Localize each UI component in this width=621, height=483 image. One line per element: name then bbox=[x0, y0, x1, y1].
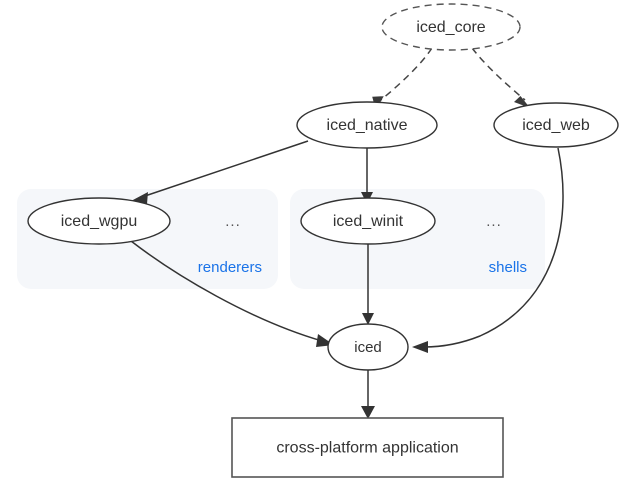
edge-core-to-native bbox=[372, 47, 433, 110]
node-app-label: cross-platform application bbox=[276, 440, 458, 457]
node-iced-core[interactable]: iced_core bbox=[381, 3, 521, 51]
cluster-renderers-label: renderers bbox=[198, 259, 262, 276]
node-app-shape bbox=[231, 417, 504, 478]
node-iced-web-shape bbox=[493, 102, 619, 148]
node-iced-label: iced bbox=[354, 339, 382, 356]
node-iced-native-shape bbox=[296, 101, 438, 149]
node-iced-web[interactable]: iced_web bbox=[493, 102, 619, 148]
cluster-shells-ellipsis: ... bbox=[486, 213, 502, 230]
cluster-shells-label: shells bbox=[489, 259, 527, 276]
node-iced-core-shape bbox=[381, 3, 521, 51]
node-iced[interactable]: iced bbox=[327, 323, 409, 371]
node-iced-native-label: iced_native bbox=[327, 117, 408, 134]
node-iced-winit[interactable]: iced_winit bbox=[300, 197, 436, 245]
edge-core-to-web bbox=[471, 47, 530, 108]
node-iced-wgpu-shape bbox=[27, 197, 171, 245]
node-iced-shape bbox=[327, 323, 409, 371]
node-iced-wgpu-label: iced_wgpu bbox=[61, 213, 138, 230]
edge-web-to-iced bbox=[412, 147, 564, 353]
node-iced-core-label: iced_core bbox=[416, 19, 485, 36]
cluster-renderers-ellipsis: ... bbox=[225, 213, 241, 230]
node-iced-web-label: iced_web bbox=[522, 117, 590, 134]
node-iced-wgpu[interactable]: iced_wgpu bbox=[27, 197, 171, 245]
node-iced-native[interactable]: iced_native bbox=[296, 101, 438, 149]
node-iced-winit-shape bbox=[300, 197, 436, 245]
node-iced-winit-label: iced_winit bbox=[333, 213, 404, 230]
edge-winit-to-iced bbox=[362, 244, 374, 325]
edge-iced-to-app bbox=[361, 370, 375, 419]
node-cross-platform-application[interactable]: cross-platform application bbox=[231, 417, 504, 478]
